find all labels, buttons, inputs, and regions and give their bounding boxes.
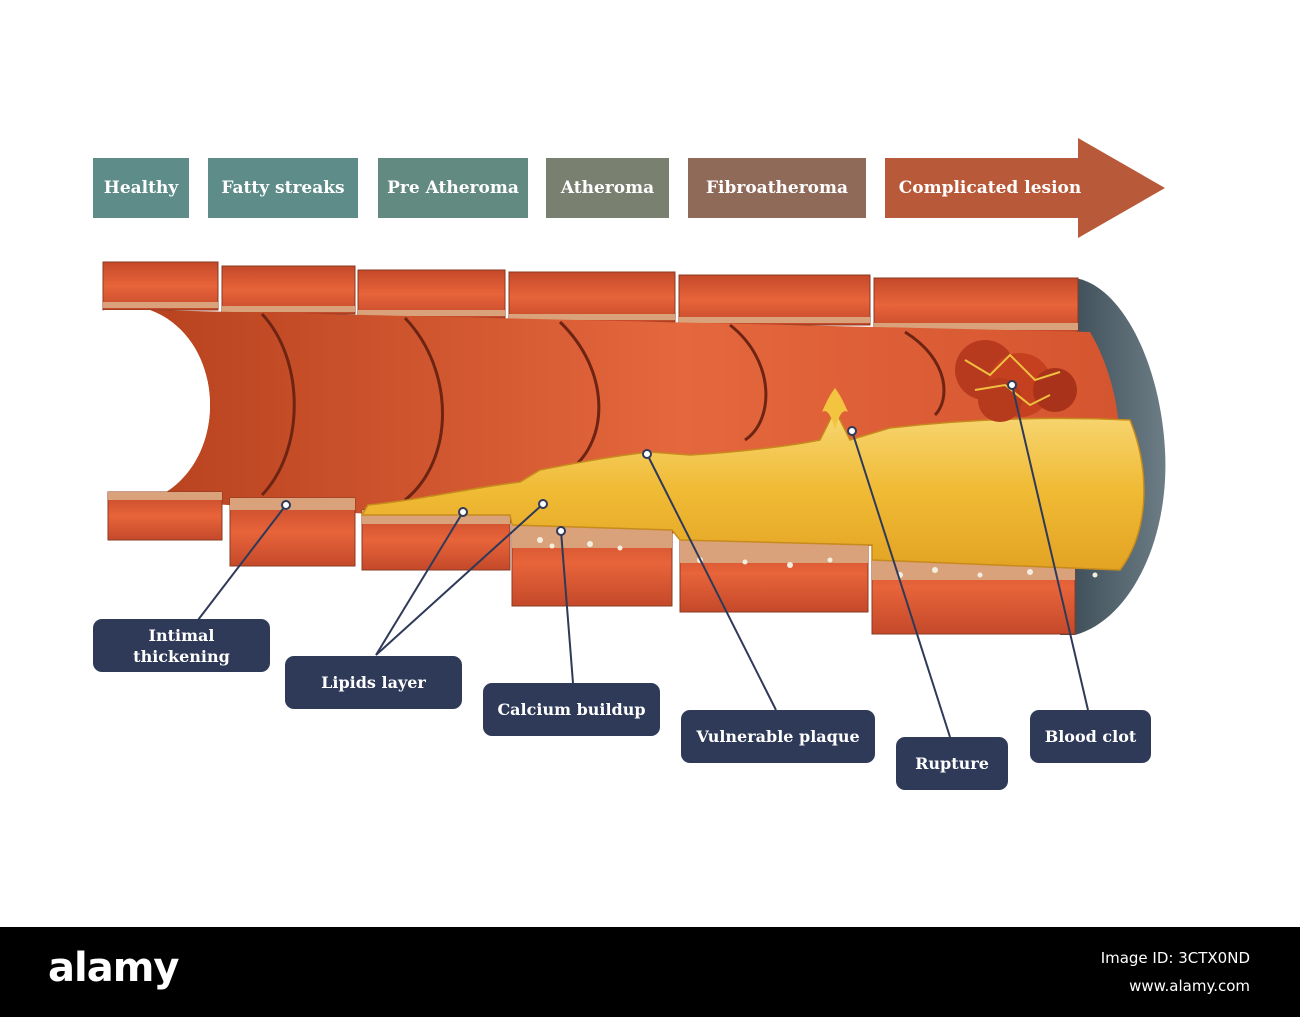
top-wall: [102, 261, 1079, 333]
callout-calcium-buildup: Calcium buildup: [483, 683, 660, 736]
callout-lipids-layer: Lipids layer: [285, 656, 462, 709]
stage-label: Pre Atheroma: [387, 178, 519, 198]
stage-atheroma: Atheroma: [546, 158, 669, 218]
site-url: www.alamy.com: [1129, 977, 1250, 995]
callout-line: thickening: [133, 646, 230, 666]
stage-healthy: Healthy: [93, 158, 189, 218]
stage-label: Fibroatheroma: [705, 178, 849, 198]
callout-line: Rupture: [915, 754, 989, 773]
image-id: Image ID: 3CTX0ND: [1100, 949, 1250, 967]
artery-illustration: [102, 261, 1166, 738]
stage-pre-atheroma: Pre Atheroma: [378, 158, 528, 218]
callout-line: Intimal: [148, 625, 215, 645]
callout-intimal-thickening: Intimal thickening: [93, 619, 270, 672]
stage-complicated-lesion: Complicated lesion: [885, 158, 1095, 218]
stage-fibroatheroma: Fibroatheroma: [688, 158, 866, 218]
plaque: [360, 408, 1145, 571]
callout-line: Blood clot: [1044, 727, 1137, 746]
leader-points: [281, 380, 1017, 536]
callout-line: Vulnerable plaque: [696, 727, 860, 746]
callout-line: Calcium buildup: [497, 700, 646, 719]
callout-line: Lipids layer: [321, 673, 426, 692]
leader-lines: [197, 384, 1089, 738]
brand-logo: alamy: [48, 945, 179, 991]
footer-bar: alamy Image ID: 3CTX0ND www.alamy.com: [0, 927, 1300, 1017]
callout-rupture: Rupture: [896, 737, 1008, 790]
callout-vulnerable-plaque: Vulnerable plaque: [681, 710, 875, 763]
callout-blood-clot: Blood clot: [1030, 710, 1151, 763]
stage-label: Atheroma: [560, 178, 655, 198]
stage-label: Fatty streaks: [221, 178, 345, 198]
stage-label: Healthy: [103, 178, 179, 198]
stage-label: Complicated lesion: [898, 178, 1082, 198]
stage-fatty-streaks: Fatty streaks: [208, 158, 358, 218]
progression-arrow: [885, 138, 1165, 238]
